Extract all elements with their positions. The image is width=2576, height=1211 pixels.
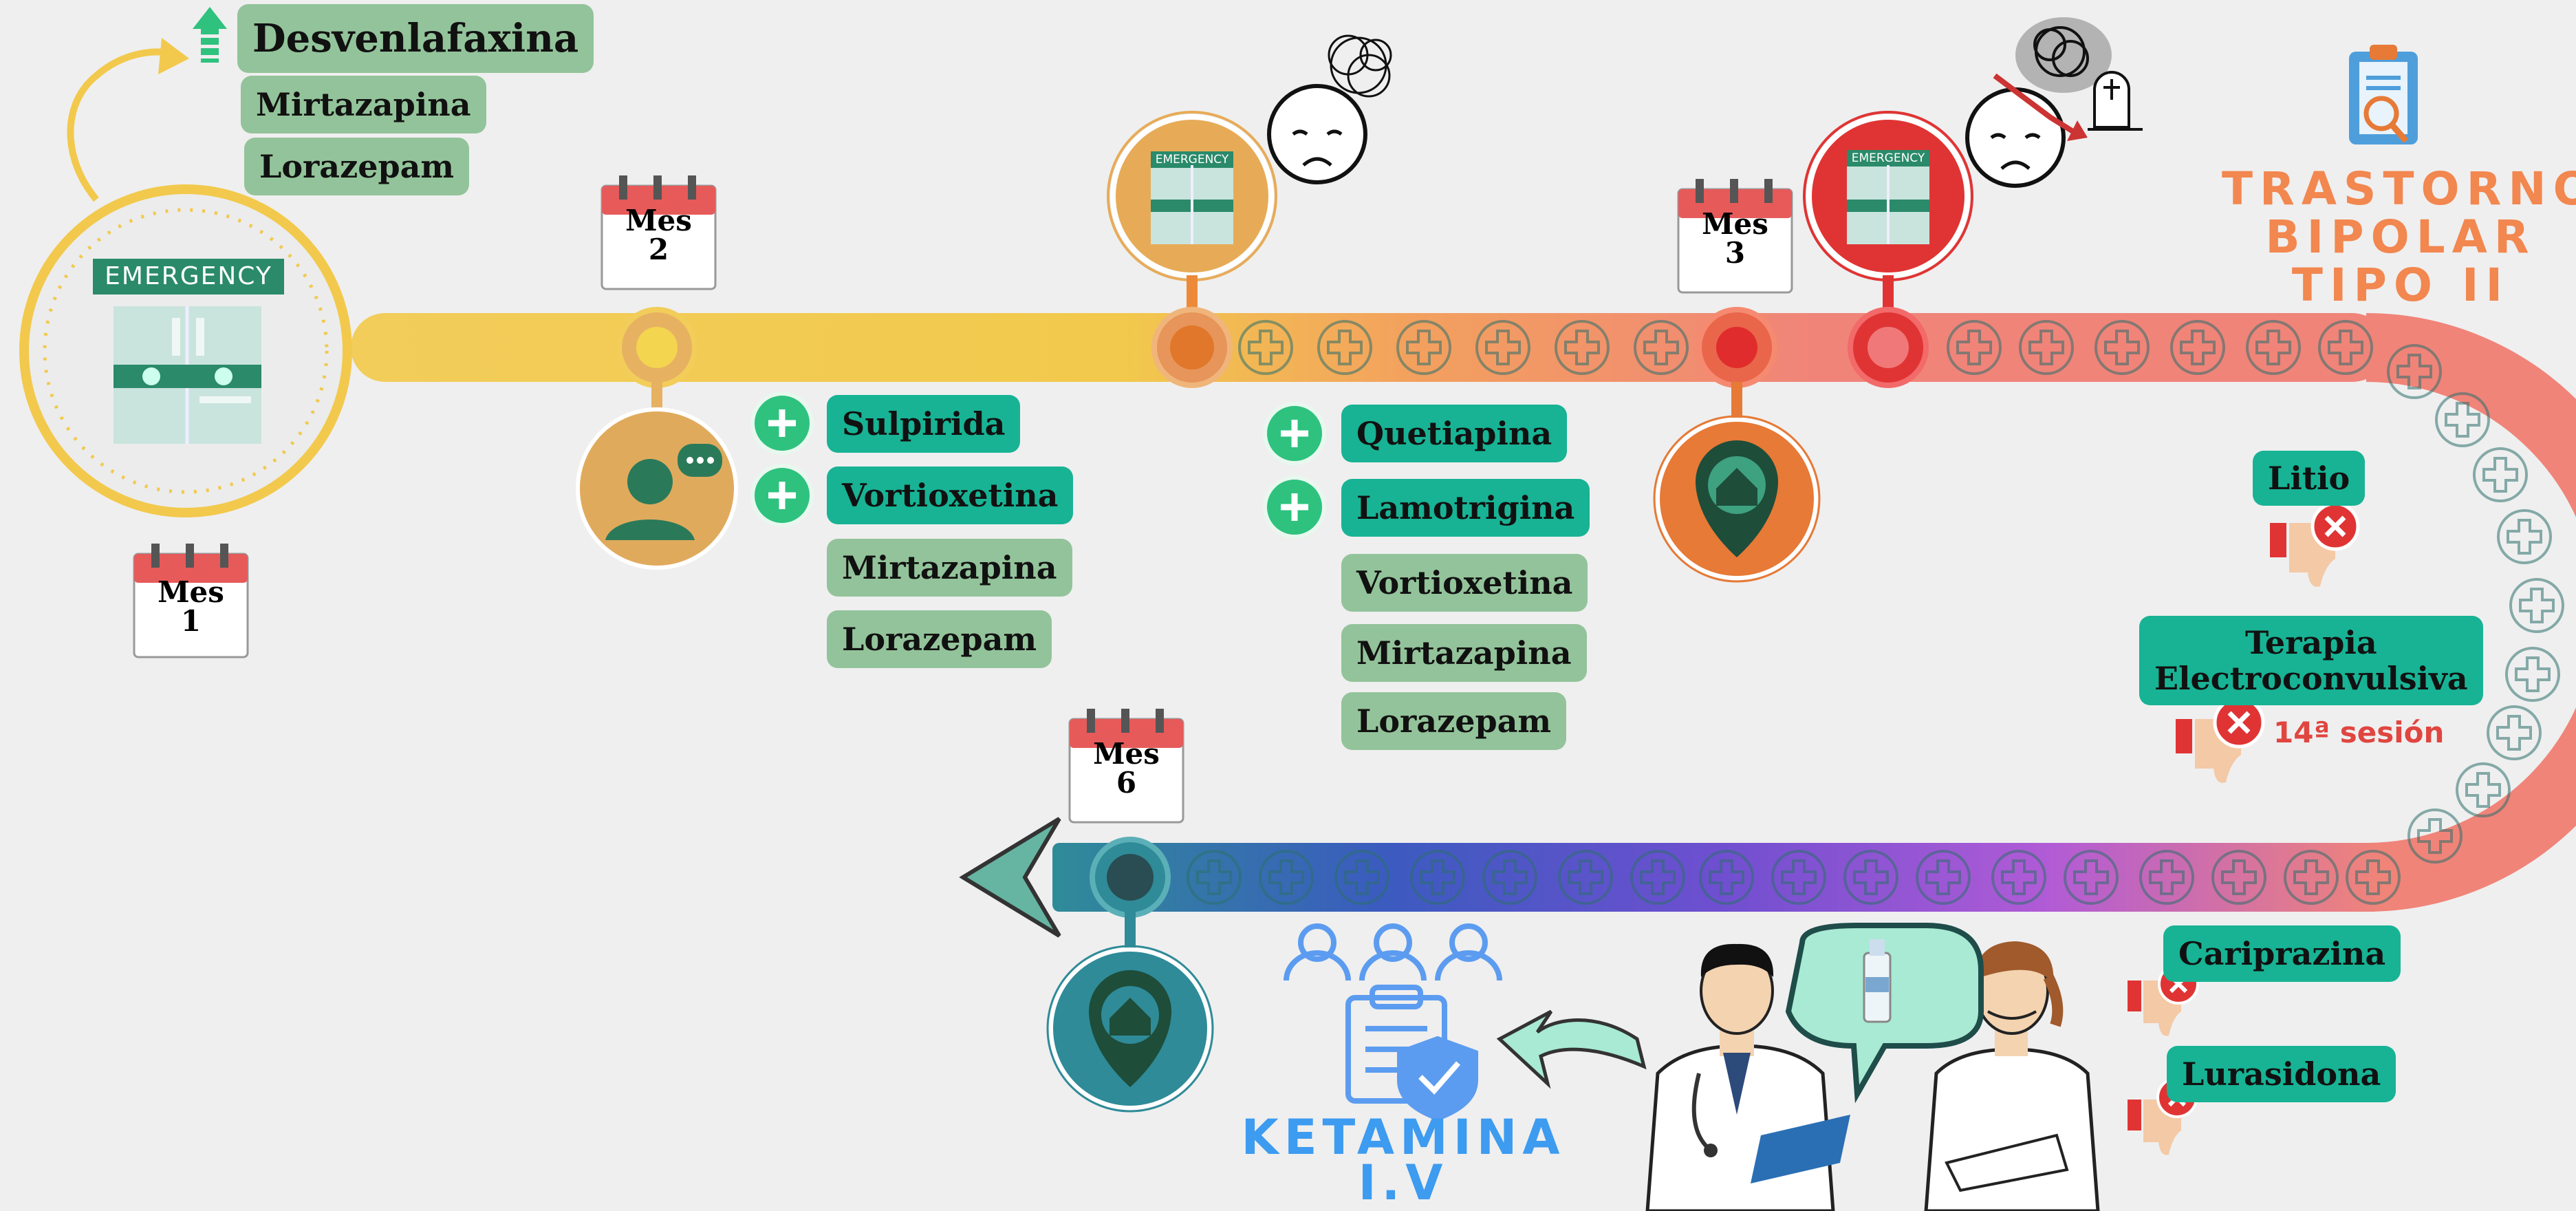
- month2-node: [576, 307, 738, 570]
- bottom-track: [1052, 843, 2380, 912]
- diagnosis-title: TRASTORNO BIPOLAR TIPO II: [2222, 165, 2576, 310]
- drug-pill: Mirtazapina: [827, 539, 1072, 597]
- drug-pill: Lorazepam: [827, 610, 1052, 668]
- doctor-icon: [1924, 941, 2100, 1211]
- calendar-word: Mes: [625, 204, 692, 237]
- calendar-number: 1: [180, 604, 202, 638]
- emergency-node-red: [1803, 111, 1973, 388]
- failed-treatment-pill: Terapia Electroconvulsiva: [2139, 616, 2483, 705]
- treatment-line: Electroconvulsiva: [2154, 660, 2468, 697]
- calendar-icon: [1677, 179, 1793, 294]
- drug-pill: Vortioxetina: [827, 467, 1074, 524]
- calendar-word: Mes: [158, 575, 224, 609]
- start-emergency-node: [19, 184, 352, 517]
- doctor-icon: [1645, 943, 1850, 1211]
- month3-node: [1653, 307, 1821, 583]
- drug-pill: Lorazepam: [1341, 692, 1567, 750]
- arrow-head: [959, 817, 1061, 938]
- drug-pill: Lamotrigina: [1341, 479, 1590, 537]
- emergency-node-orange: [1107, 111, 1277, 388]
- add-icon: [750, 392, 814, 455]
- calendar-number: 3: [1724, 236, 1746, 270]
- calendar-number: 6: [1116, 766, 1137, 800]
- title-line: KETAMINA: [1241, 1109, 1566, 1166]
- drug-pill: Desvenlafaxina: [237, 4, 594, 73]
- speech-bubble-vial-icon: [1785, 923, 1984, 1104]
- drug-pill: Mirtazapina: [241, 76, 486, 133]
- drug-pill: Lorazepam: [244, 138, 470, 195]
- curved-arrow-icon: [1496, 1009, 1647, 1089]
- emergency-sign-label: EMERGENCY: [1851, 151, 1925, 165]
- failed-treatment-pill: Lurasidona: [2167, 1046, 2396, 1102]
- curve-track: [2366, 313, 2576, 912]
- sad-face-icon: [1965, 17, 2143, 188]
- title-line: TRASTORNO: [2222, 162, 2576, 215]
- drug-pill: Mirtazapina: [1341, 624, 1587, 682]
- up-arrow-icon: [193, 7, 227, 63]
- team-clipboard-icon: [1284, 923, 1502, 1122]
- session-note: 14ª sesión: [2273, 716, 2445, 749]
- title-line: I.V: [1358, 1155, 1449, 1211]
- clipboard-icon: [2349, 45, 2418, 144]
- month6-node: [1046, 837, 1214, 1113]
- thumbs-down-fail-icon: [2176, 696, 2265, 783]
- calendar-word: Mes: [1702, 207, 1768, 241]
- calendar-icon: [1068, 709, 1184, 824]
- calendar-word: Mes: [1093, 737, 1160, 771]
- add-icon: [1263, 402, 1326, 465]
- treatment-line: Terapia: [2244, 624, 2377, 661]
- drug-pill: Vortioxetina: [1341, 554, 1588, 612]
- calendar-number: 2: [648, 233, 669, 266]
- drug-pill: Quetiapina: [1341, 405, 1568, 462]
- add-icon: [750, 464, 814, 527]
- add-icon: [1263, 475, 1326, 539]
- emergency-sign-label: EMERGENCY: [105, 262, 272, 290]
- drug-pill: Sulpirida: [827, 395, 1021, 453]
- calendar-icon: [600, 175, 717, 290]
- failed-treatment-pill: Litio: [2253, 451, 2366, 506]
- failed-treatment-pill: Cariprazina: [2163, 925, 2401, 982]
- sad-face-icon: [1267, 34, 1392, 184]
- title-line: TIPO II: [2291, 259, 2510, 312]
- thumbs-down-fail-icon: [2270, 502, 2360, 587]
- ketamine-title: KETAMINA I.V: [1238, 1109, 1568, 1211]
- title-line: BIPOLAR: [2265, 211, 2536, 264]
- loop-arrow: [67, 48, 177, 202]
- emergency-sign-label: EMERGENCY: [1155, 153, 1229, 167]
- calendar-icon: [133, 544, 249, 658]
